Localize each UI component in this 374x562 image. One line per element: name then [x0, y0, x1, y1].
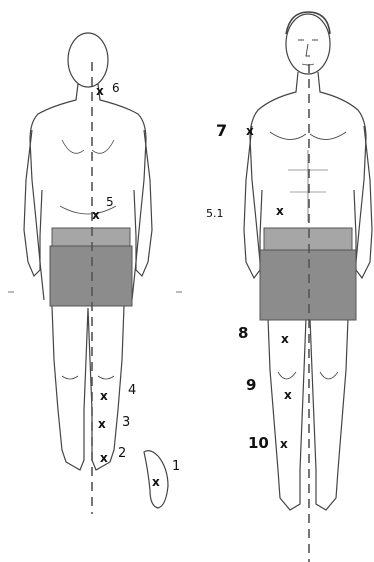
- back-marker-1: x: [152, 475, 160, 489]
- back-label-5: 5: [106, 195, 114, 209]
- front-legs: [268, 318, 348, 510]
- front-marker-5-1: x: [276, 204, 284, 218]
- front-shorts-waistband: [264, 228, 352, 252]
- back-marker-6: x: [96, 84, 104, 98]
- front-marker-7: x: [246, 124, 254, 138]
- back-legs: [52, 306, 124, 470]
- front-label-5-1: 5.1: [206, 207, 224, 220]
- back-marker-4: x: [100, 389, 108, 403]
- back-shorts: [50, 246, 132, 306]
- back-marker-2: x: [100, 451, 108, 465]
- back-head: [68, 33, 108, 87]
- back-label-2: 2: [118, 446, 126, 461]
- back-label-6: 6: [112, 81, 120, 95]
- front-label-7: 7: [216, 121, 227, 140]
- front-shorts: [260, 250, 356, 320]
- back-marker-3: x: [98, 417, 106, 431]
- front-marker-8: x: [281, 332, 289, 346]
- back-label-1: 1: [172, 459, 180, 474]
- back-label-4: 4: [128, 383, 136, 398]
- back-label-3: 3: [122, 415, 130, 430]
- front-label-8: 8: [238, 324, 248, 342]
- front-label-9: 9: [246, 376, 256, 394]
- front-marker-10: x: [280, 437, 288, 451]
- back-marker-5: x: [92, 208, 100, 222]
- front-label-10: 10: [248, 434, 269, 452]
- front-marker-9: x: [284, 388, 292, 402]
- back-shorts-waistband: [52, 228, 130, 248]
